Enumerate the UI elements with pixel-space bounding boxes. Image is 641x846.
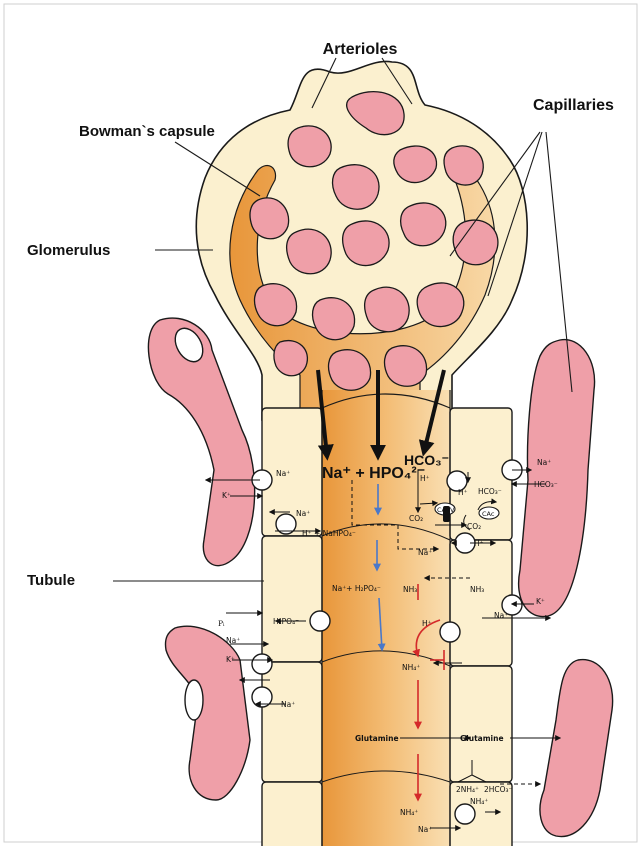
chem-hco3-right: HCO₃⁻ <box>534 480 558 489</box>
chem-h-nahpo4: H⁺ + NaHPO₄⁻ <box>302 529 356 538</box>
chem-h-3: H⁺ <box>474 539 484 548</box>
chem-na-right-2: Na⁺ <box>494 611 508 620</box>
chem-glutamine-2: Glutamine <box>460 734 504 743</box>
chem-nh4-2: NH₄⁺ <box>400 808 418 817</box>
chem-cac: CAc <box>482 510 495 518</box>
chem-nh3-1: NH₃ <box>403 585 417 594</box>
chem-2hco3: 2HCO₃⁻ <box>484 785 513 794</box>
label-tubule: Tubule <box>27 572 75 589</box>
chem-2nh4: 2NH₄⁺ <box>456 785 479 794</box>
chem-na-h2po4: Na⁺+ H₂PO₄⁻ <box>332 584 381 593</box>
chem-na-1: Na⁺ <box>276 469 290 478</box>
chem-na-4: Na⁺ <box>281 700 295 709</box>
chem-na-6: Na⁺ <box>418 825 432 834</box>
chem-na-right-1: Na⁺ <box>537 458 551 467</box>
label-capillaries: Capillaries <box>533 97 614 114</box>
chem-glutamine-1: Glutamine <box>355 734 399 743</box>
chem-k-2: K⁺ <box>226 655 235 664</box>
chem-k-1: K⁺ <box>222 491 231 500</box>
chem-nh4-1: NH₄⁺ <box>402 663 420 672</box>
chem-ca-iv: CA IV <box>437 506 455 514</box>
chem-co2-1: CO₂ <box>409 514 423 523</box>
chem-h-1: H⁺ <box>420 474 430 483</box>
chem-na-5: Na⁺ <box>418 548 432 557</box>
label-glomerulus: Glomerulus <box>27 242 110 259</box>
label-arterioles: Arterioles <box>323 41 398 58</box>
chem-hco3-small: HCO₃⁻ <box>478 487 502 496</box>
chem-na-3: Na⁺ <box>226 636 240 645</box>
chem-na-2: Na⁺ <box>296 509 310 518</box>
chem-nh3-2: NH₃ <box>470 585 484 594</box>
label-bowmans-capsule: Bowman`s capsule <box>79 123 215 140</box>
chem-h2po4: H₂PO₄⁻ <box>273 617 299 626</box>
chem-h-2: H⁺ <box>458 488 468 497</box>
chem-pi: Pᵢ <box>218 619 225 628</box>
chem-h-4: H⁺ <box>422 619 432 628</box>
main-hco3: HCO₃⁻ <box>404 452 449 468</box>
chem-k-right: K⁺ <box>536 597 545 606</box>
chem-co2-2: CO₂ <box>467 522 481 531</box>
chem-nh4-3: NH₄⁺ <box>470 797 488 806</box>
